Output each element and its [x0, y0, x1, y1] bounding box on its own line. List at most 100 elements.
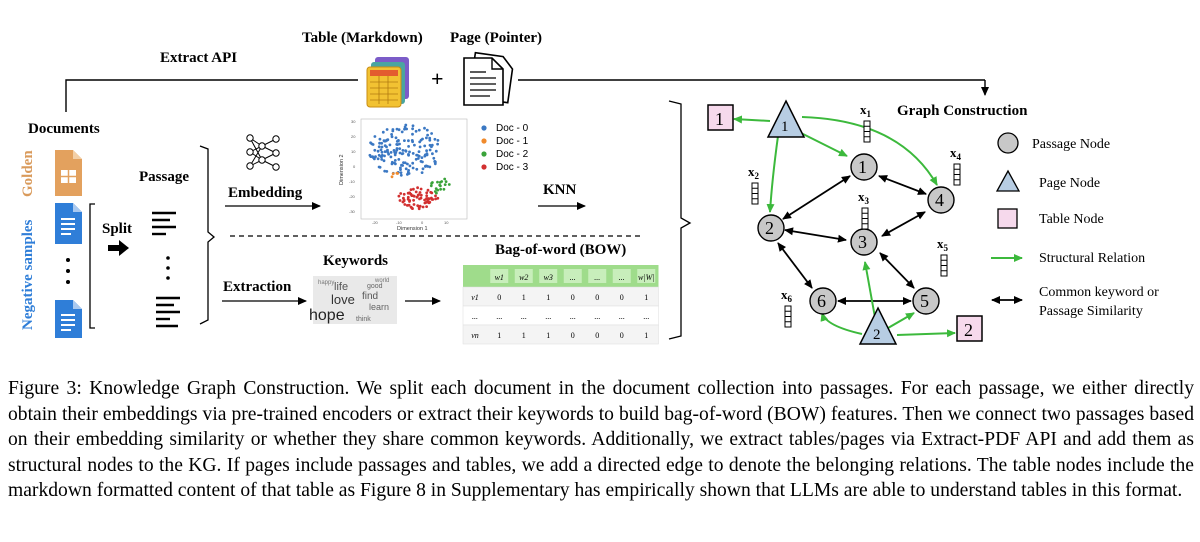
bow-cell: ... — [545, 312, 551, 321]
bow-cell: ... — [643, 312, 649, 321]
passage-node-label: 1 — [858, 157, 867, 177]
tsne-point — [439, 184, 442, 188]
tsne-point — [383, 150, 387, 154]
cloud-word: hope — [309, 307, 345, 324]
bow-cell: 1 — [644, 331, 648, 340]
page-node-2: 2 — [858, 306, 898, 345]
tsne-point — [378, 137, 382, 141]
tsne-point — [400, 163, 403, 167]
keyword-cloud: life love find learn good hope think hap… — [309, 276, 397, 324]
tsne-point — [376, 157, 380, 161]
tsne-point — [411, 207, 414, 211]
tsne-point — [379, 148, 383, 152]
tsne-legend-label: Doc - 2 — [496, 149, 529, 160]
tsne-point — [381, 130, 385, 134]
svg-text:10: 10 — [351, 149, 356, 154]
bow-row — [462, 286, 659, 307]
tsne-point — [408, 150, 411, 154]
tsne-point — [425, 136, 428, 140]
bow-header-label: w1 — [495, 273, 504, 282]
tsne-point — [443, 183, 447, 187]
tsne-point — [395, 127, 399, 131]
tsne-point — [429, 184, 433, 188]
tsne-point — [423, 153, 427, 157]
tsne-legend-marker — [481, 151, 487, 157]
cloud-word: good — [367, 283, 383, 290]
tsne-point — [398, 147, 402, 151]
svg-text:-20: -20 — [349, 194, 356, 199]
tsne-point — [400, 152, 404, 156]
tsne-point — [436, 142, 439, 146]
bow-cell: ... — [594, 312, 600, 321]
tsne-point — [407, 153, 410, 156]
tsne-point — [423, 144, 427, 148]
page-pointer-label: Page (Pointer) — [450, 30, 542, 46]
tsne-point — [428, 136, 432, 140]
golden-document-icon — [55, 150, 82, 196]
tsne-point — [412, 203, 416, 206]
tsne-point — [428, 200, 432, 204]
bow-cell: ... — [521, 312, 527, 321]
tsne-point — [395, 143, 399, 146]
tsne-point — [428, 138, 432, 142]
tsne-point — [397, 158, 401, 161]
tsne-point — [393, 159, 397, 162]
bow-cell: 0 — [595, 293, 599, 302]
tsne-point — [394, 136, 398, 140]
bow-header-cell — [637, 269, 656, 283]
svg-text:-10: -10 — [396, 220, 403, 225]
tsne-point — [399, 173, 403, 177]
bow-header-cell — [514, 269, 533, 283]
table-markdown-label: Table (Markdown) — [302, 30, 423, 46]
tsne-point — [425, 205, 428, 209]
tsne-point — [385, 128, 389, 131]
tsne-point — [396, 172, 399, 175]
tsne-point — [410, 139, 414, 142]
passage-label: Passage — [139, 169, 189, 185]
tsne-point — [436, 188, 440, 192]
tsne-point — [393, 153, 397, 157]
feature-label: x2 — [748, 164, 760, 181]
tsne-point — [392, 149, 396, 152]
tsne-point — [432, 156, 436, 160]
tsne-point — [411, 127, 414, 131]
tsne-point — [411, 166, 415, 170]
bow-row — [462, 305, 659, 326]
tsne-point — [425, 197, 428, 200]
passage-node-legend-icon — [997, 132, 1019, 154]
tsne-point — [447, 183, 451, 186]
tsne-points — [368, 123, 451, 211]
tsne-point — [386, 138, 390, 142]
tsne-point — [412, 198, 415, 202]
tsne-point — [414, 190, 418, 194]
tsne-point — [411, 132, 414, 136]
tsne-point — [406, 195, 410, 199]
svg-text:10: 10 — [444, 220, 449, 225]
tsne-point — [425, 128, 429, 132]
bow-cell: 0 — [497, 293, 501, 302]
extract-api-line — [65, 79, 358, 112]
tsne-point — [406, 162, 409, 166]
tsne-point — [403, 139, 406, 143]
tsne-point — [423, 126, 426, 130]
bow-cell: 0 — [620, 293, 624, 302]
tsne-point — [390, 135, 394, 139]
table-node-1: 1 — [707, 104, 734, 131]
tsne-point — [385, 170, 389, 173]
tsne-point — [436, 180, 439, 184]
tsne-point — [434, 149, 438, 153]
bow-header-label: ... — [594, 273, 600, 282]
tsne-point — [382, 159, 386, 163]
table-stack-icon — [366, 57, 409, 108]
tsne-point — [444, 180, 448, 184]
tsne-point — [377, 153, 381, 157]
page-node-label: 2 — [873, 327, 881, 343]
graph-construction-label: Graph Construction — [897, 103, 1028, 119]
bow-header-bg — [463, 265, 659, 287]
figure-caption: Figure 3: Knowledge Graph Construction. … — [8, 376, 1194, 504]
knowledge-graph-figure: Documents Golden Negative samples Split — [20, 30, 1159, 345]
tsne-point — [417, 128, 421, 132]
structural-edges — [733, 115, 956, 338]
